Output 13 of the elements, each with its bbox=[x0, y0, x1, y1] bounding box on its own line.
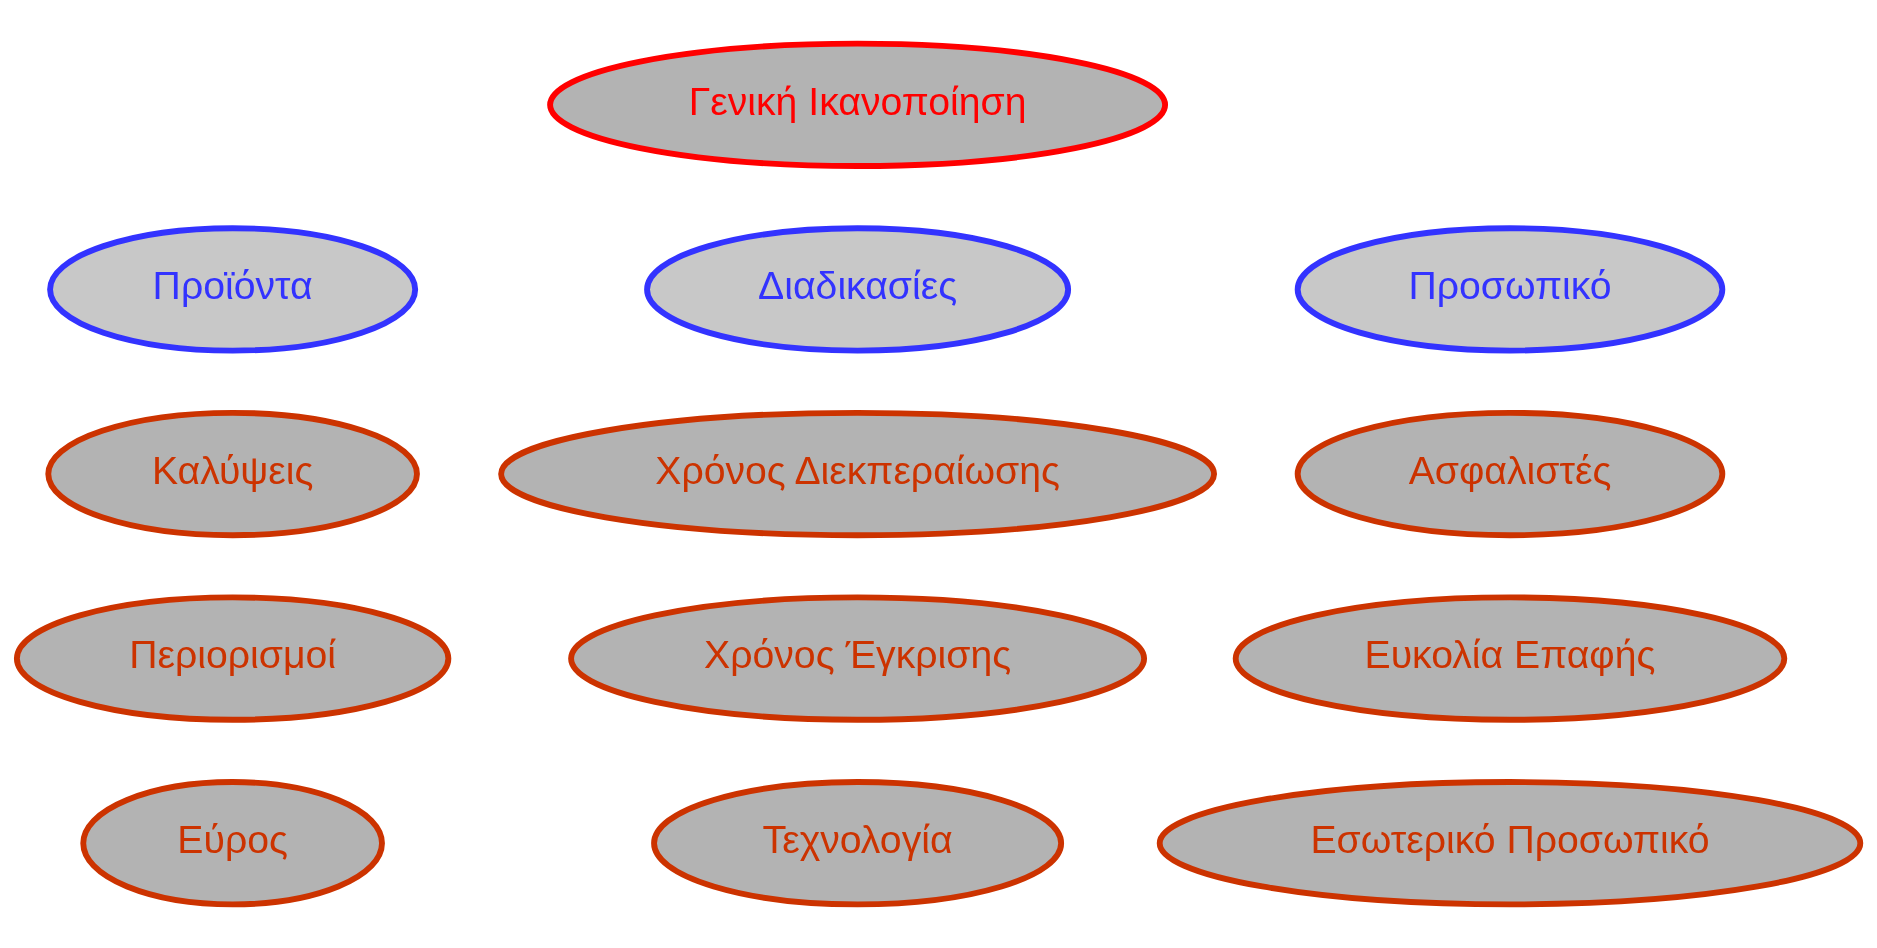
node-ellipse: Εσωτερικό Προσωπικό bbox=[1156, 779, 1864, 908]
node-ellipse: Τεχνολογία bbox=[651, 779, 1065, 908]
node-ellipse: Εύρος bbox=[80, 779, 385, 908]
node-ellipse: Περιορισμοί bbox=[13, 594, 452, 723]
node-ellipse: Ασφαλιστές bbox=[1294, 409, 1726, 539]
node-ellipse: Διαδικασίες bbox=[644, 225, 1072, 354]
node-ellipse: Χρόνος Έγκρισης bbox=[568, 594, 1148, 723]
node-ellipse: Προσωπικό bbox=[1294, 225, 1726, 354]
node-ellipse: Προϊόντα bbox=[47, 225, 419, 354]
node-ellipse: Χρόνος Διεκπεραίωσης bbox=[498, 409, 1217, 539]
node-ellipse: Καλύψεις bbox=[45, 409, 420, 539]
node-ellipse: Ευκολία Επαφής bbox=[1232, 594, 1788, 723]
node-ellipse: Γενική Ικανοποίηση bbox=[547, 40, 1169, 169]
